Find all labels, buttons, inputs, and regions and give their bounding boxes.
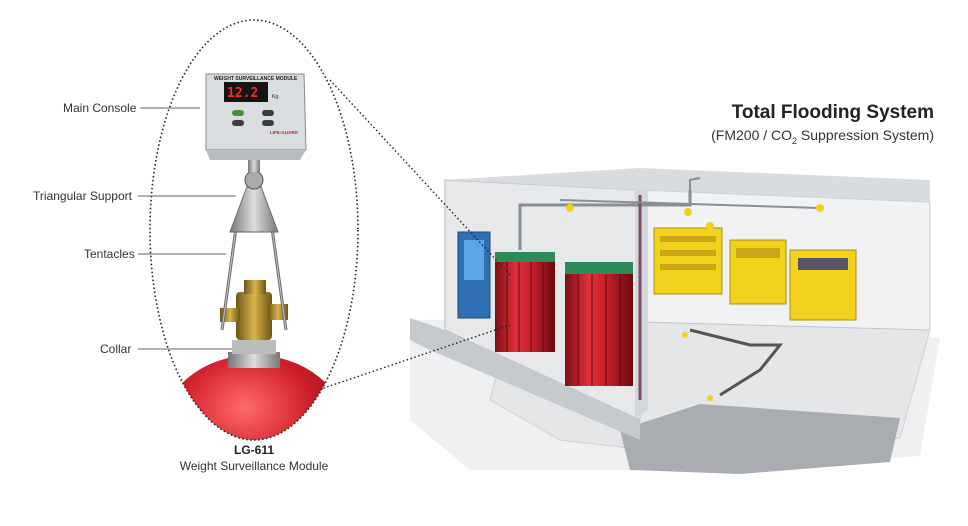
room-illustration bbox=[410, 168, 940, 474]
console-reading: 12.2 bbox=[227, 86, 258, 101]
diagram-title: Total Flooding System bbox=[731, 102, 934, 123]
console-unit: Kg. bbox=[272, 94, 280, 100]
model-code: LG-611 bbox=[233, 443, 275, 457]
console-brand: LIFE-GUARD bbox=[270, 130, 298, 135]
console-button-green bbox=[232, 110, 244, 116]
label-main-console: Main Console bbox=[63, 101, 137, 115]
detail-oval: 12.2 Kg. WEIGHT SURVEILLANCE MODULE LIFE… bbox=[149, 19, 359, 441]
diagram-subtitle: (FM200 / CO2 Suppression System) bbox=[711, 127, 934, 146]
zoom-leader-bottom bbox=[311, 324, 511, 393]
label-collar: Collar bbox=[100, 342, 132, 356]
zoom-leader-top bbox=[329, 79, 511, 276]
label-triangular-support: Triangular Support bbox=[33, 189, 132, 203]
label-tentacles: Tentacles bbox=[84, 247, 135, 261]
console-heading: WEIGHT SURVEILLANCE MODULE bbox=[214, 76, 298, 82]
model-description: Weight Surveillance Module bbox=[179, 459, 329, 473]
